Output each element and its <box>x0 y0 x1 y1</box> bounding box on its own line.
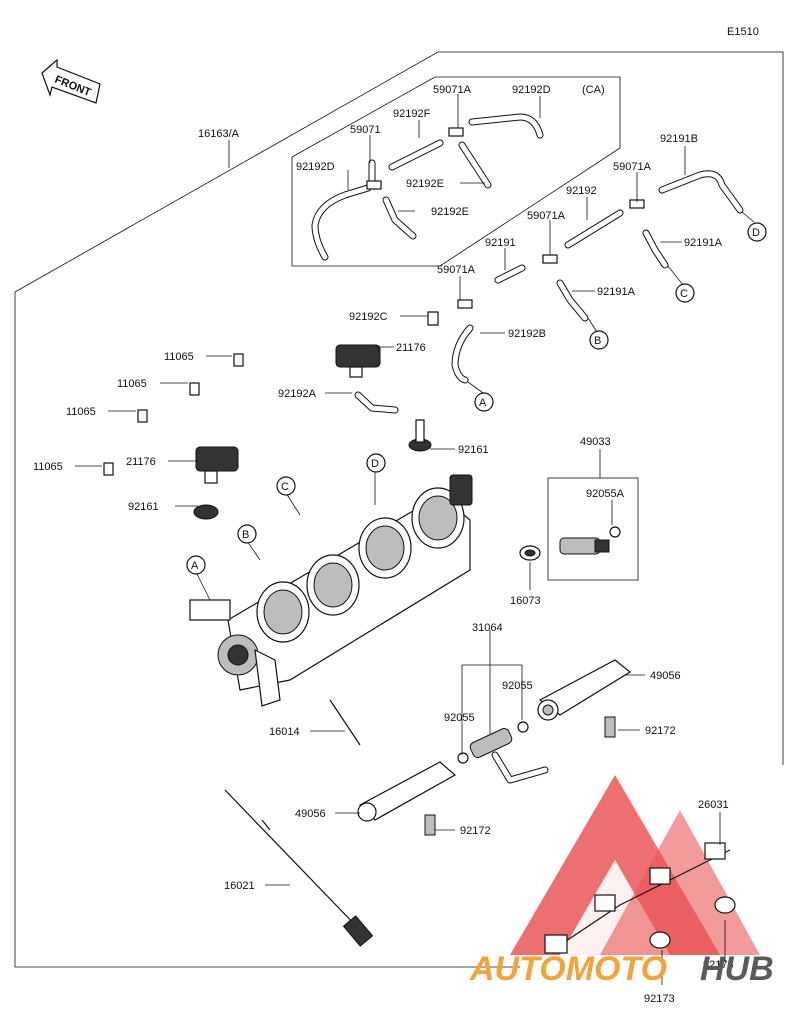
label-92192D-left: 92192D <box>296 161 335 173</box>
fuel-rail-left <box>357 761 457 836</box>
grommet-left <box>193 504 219 520</box>
label-92055A: 92055A <box>586 488 625 500</box>
svg-text:A: A <box>191 560 199 572</box>
svg-text:D: D <box>752 227 760 239</box>
grommet-top <box>408 419 432 452</box>
fuel-pipe <box>457 721 549 784</box>
caps-11065 <box>103 353 244 476</box>
harness-26031 <box>544 842 736 954</box>
label-92192B: 92192B <box>508 328 546 340</box>
ca-hoses <box>311 113 544 261</box>
label-92192: 92192 <box>566 185 597 197</box>
diagram-code: E1510 <box>727 26 759 38</box>
part-labels: E1510 (CA) 16163/A 59071A 92192D 92192F … <box>33 26 759 1005</box>
label-92172-r: 92172 <box>645 725 676 737</box>
label-92192E-b: 92192E <box>431 206 469 218</box>
label-92191B: 92191B <box>660 133 698 145</box>
label-92191: 92191 <box>485 237 516 249</box>
throttle-body-assembly <box>189 474 473 707</box>
label-59071: 59071 <box>350 124 381 136</box>
callout-circles: D C B A D C B A <box>186 222 767 575</box>
label-92055-r: 92055 <box>502 680 533 692</box>
ca-subframe <box>291 76 621 267</box>
label-92161-top: 92161 <box>458 444 489 456</box>
region-label: (CA) <box>582 84 605 96</box>
svg-text:A: A <box>479 397 487 409</box>
svg-text:B: B <box>594 335 601 347</box>
fuel-rail-right <box>537 659 632 738</box>
label-49056-r: 49056 <box>650 670 681 682</box>
label-92173-b: 92173 <box>644 993 675 1005</box>
label-59071A-right: 59071A <box>613 161 652 173</box>
seal-16073 <box>519 545 541 561</box>
label-16163A: 16163/A <box>198 128 240 140</box>
svg-text:HUB: HUB <box>700 950 774 988</box>
label-92192F: 92192F <box>393 108 431 120</box>
label-11065-b: 11065 <box>117 378 147 390</box>
label-59071A-low: 59071A <box>437 264 476 276</box>
label-92191A-right: 92191A <box>684 237 723 249</box>
label-59071A-mid: 59071A <box>527 210 566 222</box>
label-21176-top: 21176 <box>396 342 426 354</box>
label-31064: 31064 <box>472 622 503 634</box>
label-59071A-top: 59071A <box>433 84 472 96</box>
label-92192D-top: 92192D <box>512 84 551 96</box>
label-16021: 16021 <box>224 880 255 892</box>
label-92191A-mid: 92191A <box>597 286 636 298</box>
label-49056-l: 49056 <box>295 808 326 820</box>
label-16073: 16073 <box>510 595 541 607</box>
label-92161-left: 92161 <box>128 501 159 513</box>
assembly-frame <box>14 51 784 968</box>
screw-16014 <box>329 699 361 746</box>
svg-text:C: C <box>281 481 289 493</box>
label-49033: 49033 <box>580 436 611 448</box>
label-92173-r: 92173 <box>703 959 734 971</box>
svg-text:AUTOMOTO: AUTOMOTO <box>469 950 667 988</box>
label-11065-c: 11065 <box>66 406 96 418</box>
svg-text:C: C <box>680 288 688 300</box>
injector-box <box>547 477 639 581</box>
label-92055-l: 92055 <box>444 712 475 724</box>
label-26031: 26031 <box>698 799 729 811</box>
map-sensor-top <box>335 344 381 378</box>
label-11065-a: 11065 <box>164 351 194 363</box>
label-92172-l: 92172 <box>460 825 491 837</box>
front-arrow-icon: FRONT <box>41 58 101 104</box>
label-11065-d: 11065 <box>33 461 63 473</box>
label-21176-left: 21176 <box>126 456 156 468</box>
watermark-text: AUTOMOTO HUB <box>469 950 774 988</box>
svg-text:B: B <box>242 529 249 541</box>
label-92192E-a: 92192E <box>406 178 444 190</box>
label-92192C: 92192C <box>349 311 388 323</box>
label-16014: 16014 <box>269 726 300 738</box>
leader-lines <box>75 94 755 985</box>
map-sensor-left <box>195 446 239 484</box>
vacuum-hoses <box>354 170 744 414</box>
label-92192A: 92192A <box>278 388 317 400</box>
svg-text:D: D <box>371 458 379 470</box>
throttle-cable <box>224 789 374 947</box>
